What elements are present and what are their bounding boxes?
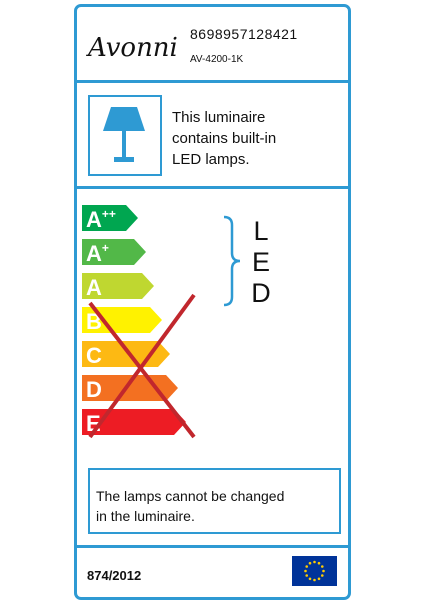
eu-flag-star <box>313 578 316 582</box>
energy-class-arrow <box>82 205 138 231</box>
eu-flag-star <box>304 569 307 573</box>
divider <box>77 80 348 83</box>
lamp-info-line: LED lamps. <box>172 151 250 168</box>
led-letter: D <box>251 278 271 308</box>
lamp-replacement-note: The lamps cannot be changed in the lumin… <box>88 468 341 534</box>
energy-class-arrow <box>82 273 154 299</box>
note-line: The lamps cannot be changed <box>96 488 285 504</box>
eu-flag-star <box>305 574 309 577</box>
lamp-info-line: This luminaire <box>172 109 266 126</box>
energy-class-arrow <box>82 307 162 333</box>
energy-class-arrow <box>82 375 178 401</box>
energy-class-label: D <box>86 377 102 402</box>
lamp-info-text: This luminaire contains built-in LED lam… <box>172 107 332 170</box>
led-letter: L <box>253 216 269 246</box>
energy-class-label: A <box>86 275 102 300</box>
energy-class-label: C <box>86 343 102 368</box>
led-letter: E <box>251 247 270 277</box>
compatibility-brace <box>223 215 241 307</box>
ean-code: 8698957128421 <box>190 26 298 42</box>
lamp-info-line: contains built-in <box>172 130 277 147</box>
table-lamp-icon <box>103 107 145 162</box>
model-number: AV-4200-1K <box>190 54 244 65</box>
eu-flag-star <box>322 569 325 573</box>
brand-logo: Avonni <box>86 33 178 63</box>
compatible-lamp-type: L E D <box>246 216 276 309</box>
excluded-classes-cross <box>88 301 196 439</box>
divider <box>77 545 348 548</box>
brand-logo-text: Avonni <box>86 33 178 63</box>
lamp-icon-box <box>88 95 162 176</box>
energy-class-arrow <box>82 239 146 265</box>
eu-flag-star <box>308 561 312 565</box>
eu-flag-icon <box>292 556 337 586</box>
eu-flag-star <box>320 565 324 568</box>
eu-flag-star <box>317 577 321 581</box>
eu-flag-star <box>317 561 321 565</box>
divider <box>77 186 348 189</box>
note-text: The lamps cannot be changed in the lumin… <box>96 486 336 526</box>
eu-flag-star <box>308 577 312 581</box>
eu-flag-star <box>305 565 309 568</box>
eu-flag-star <box>320 574 324 577</box>
eu-flag-background <box>292 556 337 586</box>
note-line: in the luminaire. <box>96 508 195 524</box>
regulation-number: 874/2012 <box>87 568 142 583</box>
eu-flag-star <box>313 560 316 564</box>
excluded-classes-cross <box>88 293 196 439</box>
